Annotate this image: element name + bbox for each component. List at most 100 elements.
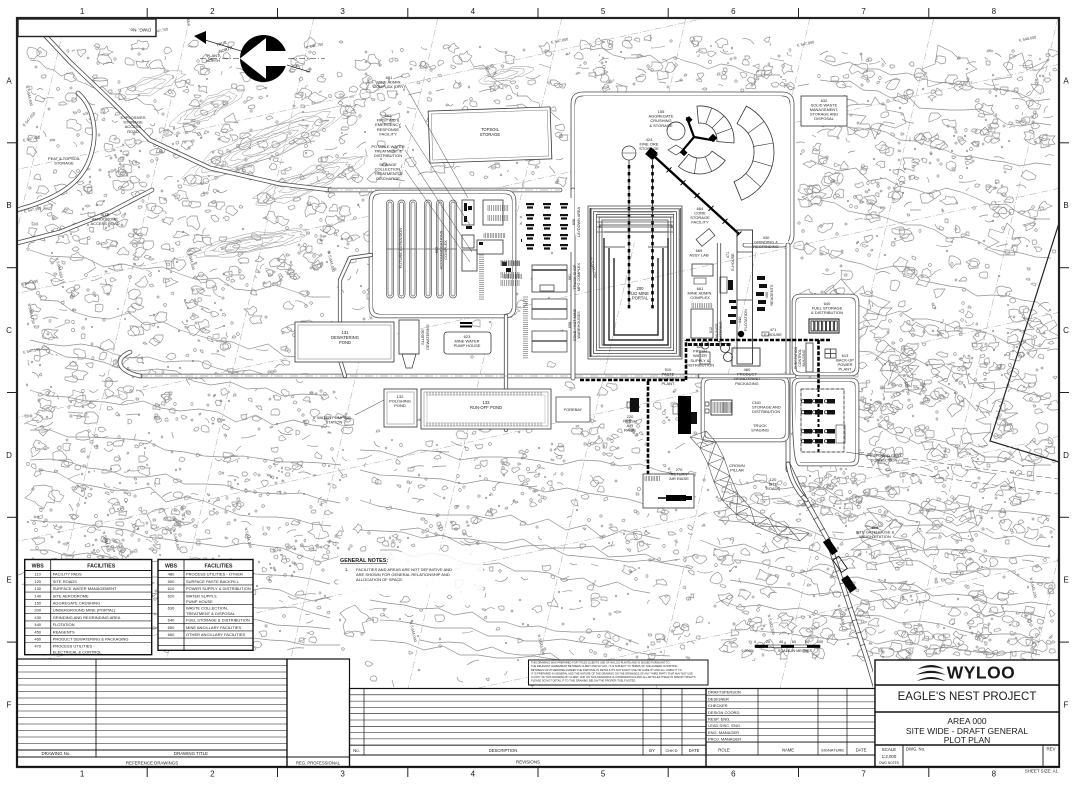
svg-text:TREATMENT &: TREATMENT & — [374, 149, 402, 154]
svg-text:3: 3 — [340, 7, 345, 16]
svg-text:D: D — [1063, 451, 1069, 460]
svg-text:N 5,644,550: N 5,644,550 — [55, 257, 64, 278]
svg-text:POND: POND — [339, 340, 351, 345]
svg-text:FRESH: FRESH — [623, 419, 637, 424]
svg-text:7: 7 — [861, 7, 866, 16]
svg-text:REV: REV — [1046, 747, 1055, 752]
svg-text:C: C — [1063, 326, 1069, 335]
svg-text:133: 133 — [483, 400, 491, 405]
svg-text:A COPY OF THIS DRAWING BY CLIE: A COPY OF THIS DRAWING BY CLIENT, AND ON… — [531, 675, 696, 679]
svg-text:AIR: AIR — [627, 423, 634, 428]
svg-text:621: 621 — [697, 344, 704, 349]
svg-text:4: 4 — [471, 770, 476, 779]
svg-text:EXPLOSIVES: EXPLOSIVES — [120, 115, 145, 120]
svg-text:460: 460 — [744, 367, 751, 372]
svg-text:SIGNATURE: SIGNATURE — [821, 748, 844, 753]
svg-text:RESPONSE: RESPONSE — [377, 127, 400, 132]
svg-text:NAME: NAME — [782, 748, 794, 753]
svg-text:CONTROL: CONTROL — [798, 349, 802, 367]
svg-text:REAGENTS: REAGENTS — [770, 284, 774, 305]
svg-text:6: 6 — [731, 7, 736, 16]
svg-text:WBS: WBS — [165, 564, 178, 570]
svg-text:7: 7 — [861, 770, 866, 779]
svg-text:470: 470 — [34, 644, 41, 649]
svg-text:430: 430 — [763, 235, 770, 240]
svg-text:PROPOSED GRID: PROPOSED GRID — [867, 453, 901, 458]
svg-text:ACCOMMODATIONS: ACCOMMODATIONS — [439, 230, 444, 269]
svg-text:DRAFTSPERSON: DRAFTSPERSON — [708, 690, 741, 695]
svg-text:FIRST AID &: FIRST AID & — [377, 118, 400, 123]
svg-text:REG. PROFESSIONAL: REG. PROFESSIONAL — [296, 761, 341, 766]
svg-text:N 5,644,9: N 5,644,9 — [183, 9, 191, 26]
svg-text:613: 613 — [842, 353, 849, 358]
svg-text:DISCHARGE: DISCHARGE — [376, 176, 400, 181]
svg-text:FUEL STORAGE & DISTRIBUTION: FUEL STORAGE & DISTRIBUTION — [186, 618, 250, 623]
svg-text:E 547,750: E 547,750 — [306, 42, 324, 50]
svg-text:640: 640 — [168, 618, 175, 623]
svg-text:ELECTRICAL & CONTROL: ELECTRICAL & CONTROL — [53, 649, 103, 654]
svg-text:DISTRIBUTION: DISTRIBUTION — [752, 409, 780, 414]
svg-text:FACILITY: FACILITY — [691, 220, 709, 225]
svg-text:661: 661 — [386, 75, 393, 80]
svg-text:POLISHING: POLISHING — [389, 399, 411, 404]
svg-text:131: 131 — [342, 330, 350, 335]
svg-text:662: 662 — [434, 246, 439, 253]
svg-text:GRINDING AND REGRINDING AREA: GRINDING AND REGRINDING AREA — [53, 615, 121, 620]
svg-text:AGGREGATE CRUSHING: AGGREGATE CRUSHING — [53, 601, 100, 606]
svg-text:650: 650 — [168, 625, 175, 630]
svg-text:0: 0 — [754, 640, 756, 644]
svg-text:8: 8 — [992, 770, 997, 779]
svg-text:666: 666 — [872, 525, 879, 530]
svg-text:TRUCK SHOP: TRUCK SHOP — [573, 264, 577, 289]
svg-text:E 547,900: E 547,900 — [797, 40, 815, 48]
svg-text:STORAGE: STORAGE — [690, 215, 710, 220]
svg-text:E-HOUSE: E-HOUSE — [764, 332, 782, 337]
svg-text:PASTE: PASTE — [662, 372, 675, 377]
svg-text:TAILINGS: TAILINGS — [715, 323, 719, 340]
svg-text:B: B — [6, 201, 11, 210]
svg-text:PLANT: PLANT — [662, 381, 675, 386]
svg-text:3: 3 — [340, 770, 345, 779]
svg-text:GENERAL NOTES:: GENERAL NOTES: — [340, 558, 388, 564]
svg-text:60: 60 — [792, 640, 796, 644]
svg-text:N 5,643,200: N 5,643,200 — [1029, 577, 1038, 598]
svg-text:MINE ADMIN.: MINE ADMIN. — [688, 291, 713, 296]
svg-text:440: 440 — [737, 316, 742, 323]
svg-text:PACKAGING: PACKAGING — [735, 381, 759, 386]
svg-text:DRAWING TITLE: DRAWING TITLE — [174, 751, 208, 756]
svg-text:FACILITIES: FACILITIES — [87, 564, 115, 570]
svg-text:660: 660 — [168, 632, 175, 637]
svg-text:WATER PUMPING: WATER PUMPING — [317, 415, 351, 420]
svg-text:DEWATERING: DEWATERING — [734, 376, 761, 381]
svg-text:RETURN: RETURN — [671, 472, 688, 477]
svg-text:POWER: POWER — [837, 362, 852, 367]
svg-text:PILLAR: PILLAR — [730, 468, 744, 473]
svg-text:132: 132 — [397, 394, 404, 399]
svg-text:FACILITY: FACILITY — [379, 131, 397, 136]
svg-text:NORTH: NORTH — [206, 58, 220, 63]
svg-text:471: 471 — [726, 252, 730, 258]
svg-text:E 548,000: E 548,000 — [1019, 35, 1037, 43]
svg-text:155: 155 — [658, 109, 665, 114]
svg-text:WBS: WBS — [32, 564, 45, 570]
svg-text:F: F — [7, 701, 12, 710]
svg-text:SITE WIDE - DRAFT GENERAL: SITE WIDE - DRAFT GENERAL — [906, 726, 1028, 736]
svg-text:DWG. No.: DWG. No. — [129, 27, 151, 33]
svg-text:& DISTRIBUTION: & DISTRIBUTION — [811, 310, 843, 315]
svg-text:PRODUCT DEWATERING & PACKAGING: PRODUCT DEWATERING & PACKAGING — [53, 637, 129, 642]
svg-text:IT IS PREPARED IN GENERAL AND: IT IS PREPARED IN GENERAL AND THE NATURE… — [531, 671, 693, 675]
svg-text:BETWEEN OR OTHERWISE AGREED TH: BETWEEN OR OTHERWISE AGREED THE DISPOSAL… — [531, 668, 682, 672]
svg-text:632: 632 — [821, 98, 828, 103]
svg-text:DEWATERING: DEWATERING — [719, 321, 723, 346]
svg-text:PLANT: PLANT — [839, 367, 852, 372]
svg-text:WEIGH STATION: WEIGH STATION — [859, 534, 891, 539]
svg-text:PORTAL: PORTAL — [632, 296, 649, 301]
svg-text:2: 2 — [210, 770, 215, 779]
svg-text:N 5,644,900: N 5,644,900 — [25, 85, 34, 106]
svg-text:STATION: STATION — [326, 420, 343, 425]
svg-text:POND: POND — [394, 403, 406, 408]
svg-text:DESCRIPTION: DESCRIPTION — [489, 748, 518, 753]
svg-text:SITE AERODROME: SITE AERODROME — [53, 593, 89, 598]
svg-text:512: 512 — [709, 327, 713, 333]
svg-text:PROJ. MANAGER: PROJ. MANAGER — [708, 737, 741, 742]
